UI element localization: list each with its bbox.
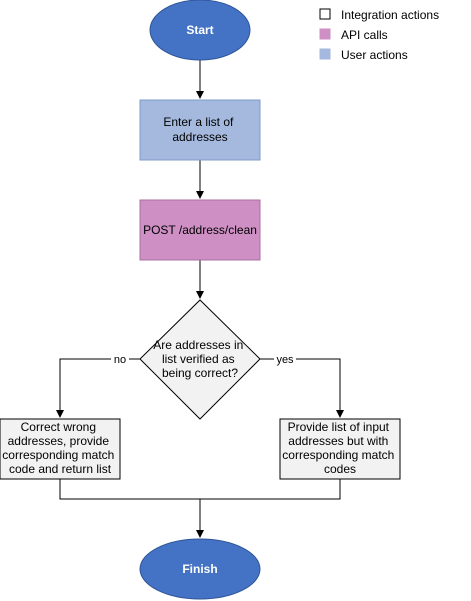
post-clean-label: POST /address/clean — [143, 223, 257, 237]
edge-provide-to-merge — [200, 479, 341, 500]
edge-label-yes: yes — [276, 354, 294, 366]
correct-wrong-box — [0, 418, 121, 480]
edge-labels: no yes — [111, 352, 296, 366]
node-correct-wrong: Correct wrong addresses, provide corresp… — [0, 418, 121, 480]
post-clean-box — [139, 199, 261, 261]
legend-swatch-integration — [319, 8, 331, 20]
legend-swatch-user — [319, 48, 331, 60]
decision-label: Are addresses in list verified as being … — [153, 338, 246, 380]
finish-label: Finish — [182, 562, 217, 576]
node-start: Start — [149, 0, 251, 61]
start-terminal — [149, 0, 251, 61]
correct-wrong-label: Correct wrong addresses, provide corresp… — [2, 420, 117, 476]
edge-correct-to-merge — [59, 479, 200, 500]
provide-list-box — [279, 418, 401, 480]
start-label: Start — [186, 23, 213, 37]
legend-label-api: API calls — [341, 28, 388, 42]
node-post-clean: POST /address/clean — [139, 199, 261, 261]
node-enter-list: Enter a list of addresses — [139, 99, 261, 161]
edge-label-no: no — [114, 354, 126, 366]
legend-label-integration: Integration actions — [341, 8, 439, 22]
decision-diamond — [139, 299, 261, 420]
enter-list-box — [139, 99, 261, 161]
legend-swatch-api — [319, 28, 331, 40]
enter-list-label: Enter a list of addresses — [163, 115, 236, 144]
finish-terminal — [139, 538, 261, 600]
node-provide-list: Provide list of input addresses but with… — [279, 418, 401, 480]
node-finish: Finish — [139, 538, 261, 600]
provide-list-label: Provide list of input addresses but with… — [282, 420, 397, 476]
edge-decision-yes — [260, 358, 344, 418]
legend-label-user: User actions — [341, 48, 408, 62]
node-decision: Are addresses in list verified as being … — [139, 299, 261, 420]
edge-decision-no — [56, 358, 140, 418]
legend: Integration actions API calls User actio… — [319, 8, 439, 62]
